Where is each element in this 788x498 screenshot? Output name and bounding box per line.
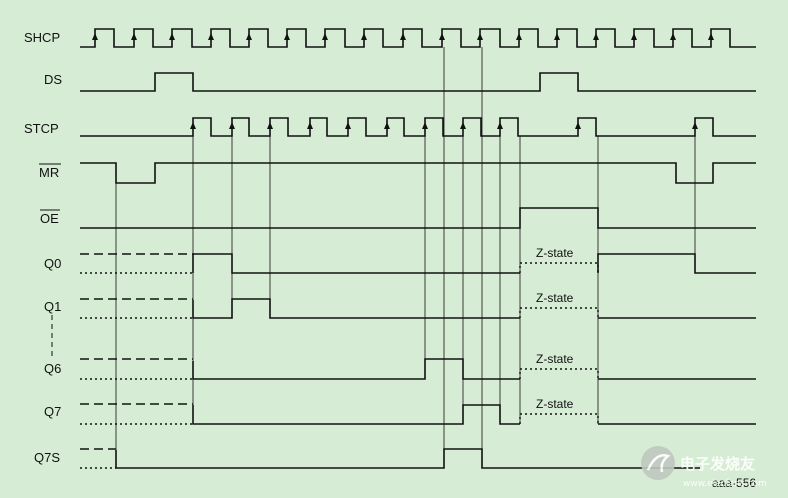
rising-edge-arrows [92, 33, 714, 129]
mr-waveform [80, 162, 756, 184]
z-state-label-q0: Z-state [536, 246, 574, 260]
z-state-label-q1: Z-state [536, 291, 574, 305]
z-state-label-q7: Z-state [536, 397, 574, 411]
timing-reference-lines [115, 47, 696, 468]
label-q1: Q1 [44, 299, 61, 314]
watermark-circle [641, 446, 675, 480]
watermark-emblem [646, 454, 671, 473]
label-q7: Q7 [44, 404, 61, 419]
oe-waveform [80, 207, 756, 229]
label-shcp: SHCP [24, 30, 60, 45]
label-stcp: STCP [24, 121, 59, 136]
watermark-text: 电子发烧友 [680, 455, 755, 473]
unknown-low-dots [80, 272, 193, 469]
watermark-logo: 电子发烧友 www.elecfans.com [641, 446, 767, 489]
z-state-label-q6: Z-state [536, 352, 574, 366]
label-q0: Q0 [44, 256, 61, 271]
unknown-states [80, 253, 193, 469]
figure-id: aaa-556 [712, 476, 756, 490]
watermark-url: www.elecfans.com [683, 479, 767, 489]
label-oe: OE [40, 211, 59, 226]
ds-waveform [80, 72, 756, 92]
label-mr: MR [39, 165, 59, 180]
label-q7s: Q7S [34, 450, 60, 465]
label-q6: Q6 [44, 361, 61, 376]
label-ds: DS [44, 72, 62, 87]
unknown-high-dashes [80, 253, 193, 450]
shcp-rising-edge-arrows [92, 33, 714, 40]
